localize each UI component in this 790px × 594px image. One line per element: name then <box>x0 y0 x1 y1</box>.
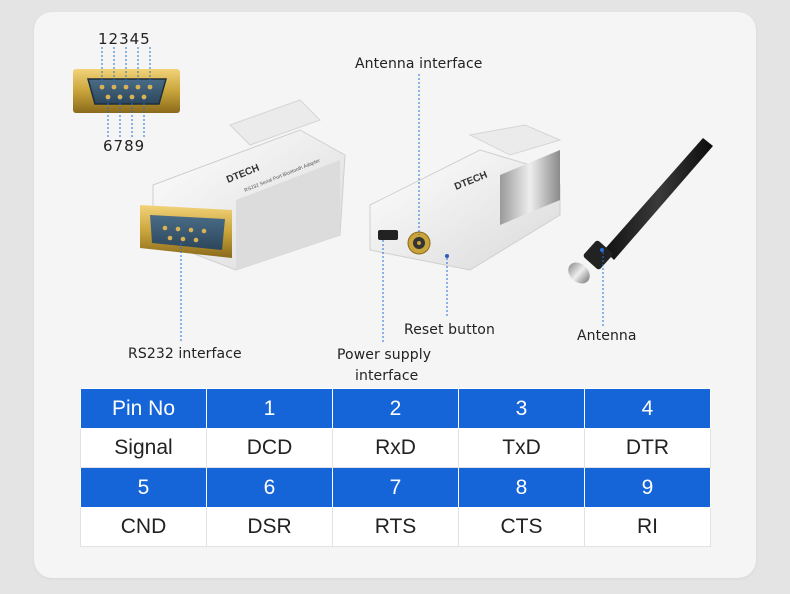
db9-connector-icon <box>73 47 180 137</box>
rs232-adapter-image: DTECH RS232 Serial Port Bluetooth Adapte… <box>140 99 346 271</box>
table-cell: 9 <box>584 467 711 508</box>
table-cell: Signal <box>80 428 207 468</box>
table-cell: RTS <box>332 507 459 547</box>
table-cell: DSR <box>206 507 333 547</box>
table-row: Pin No 1 2 3 4 <box>80 388 711 429</box>
pin-numbers-bottom: 6789 <box>103 137 146 155</box>
antenna-image <box>568 138 713 284</box>
pin-numbers-top: 12345 <box>98 30 151 48</box>
table-row: Signal DCD RxD TxD DTR <box>80 428 711 468</box>
table-cell: 5 <box>80 467 207 508</box>
reset-button-label: Reset button <box>404 322 495 338</box>
table-cell: 3 <box>458 388 585 429</box>
table-cell: CTS <box>458 507 585 547</box>
rs232-interface-label: RS232 interface <box>128 346 242 362</box>
pin-assignment-table: Pin No 1 2 3 4 Signal DCD RxD TxD DTR 5 … <box>80 388 711 547</box>
table-row: 5 6 7 8 9 <box>80 467 711 508</box>
callout-lines <box>180 74 604 342</box>
power-supply-label-line2: interface <box>355 368 419 384</box>
table-cell: DCD <box>206 428 333 468</box>
antenna-interface-label: Antenna interface <box>355 56 483 72</box>
antenna-label: Antenna <box>577 328 637 344</box>
table-cell: 2 <box>332 388 459 429</box>
table-cell: 4 <box>584 388 711 429</box>
table-cell: 6 <box>206 467 333 508</box>
table-cell: 8 <box>458 467 585 508</box>
power-supply-label-line1: Power supply <box>337 347 432 363</box>
table-cell: 7 <box>332 467 459 508</box>
table-cell: CND <box>80 507 207 547</box>
table-cell: TxD <box>458 428 585 468</box>
bluetooth-adapter-image: DTECH <box>369 124 562 271</box>
table-cell: RxD <box>332 428 459 468</box>
table-cell: Pin No <box>80 388 207 429</box>
table-cell: 1 <box>206 388 333 429</box>
table-cell: RI <box>584 507 711 547</box>
table-cell: DTR <box>584 428 711 468</box>
table-row: CND DSR RTS CTS RI <box>80 507 711 547</box>
